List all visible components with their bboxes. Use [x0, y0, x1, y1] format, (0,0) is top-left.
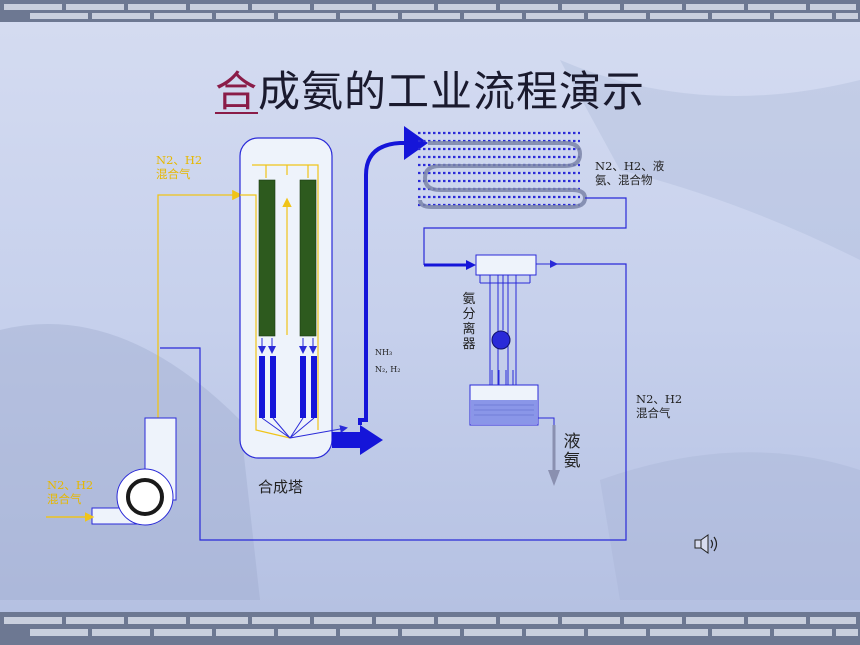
condenser-coil — [418, 131, 588, 209]
slide-title: 合成氨的工业流程演示 — [0, 58, 860, 119]
feed-gas-label: N2、H2 混合气 — [156, 153, 203, 181]
catalyst-bed-right — [299, 179, 317, 337]
speaker-icon[interactable] — [693, 532, 721, 556]
slide-title-rest: 成氨的工业流程演示 — [258, 67, 646, 116]
cooler-to-separator-line — [423, 197, 627, 265]
ammonia-separator — [469, 254, 558, 426]
cooler-output-label: N2、H2、液 氨、混合物 — [595, 159, 665, 187]
separator-label: 氨分离器 — [462, 292, 476, 352]
compressor — [91, 417, 177, 526]
nh3-label: NH₃ — [375, 348, 393, 357]
exchanger-tube — [311, 356, 317, 418]
compressor-gas-label: N2、H2 混合气 — [47, 478, 94, 506]
synthesis-tower — [239, 137, 348, 459]
exchanger-tube — [300, 356, 306, 418]
exchanger-tube — [259, 356, 265, 418]
exchanger-tube — [270, 356, 276, 418]
slide-title-first-char: 合 — [214, 67, 258, 116]
recycle-line — [160, 263, 627, 541]
liquid-ammonia-outlet — [548, 425, 560, 486]
liquid-ammonia-label: 液氨 — [563, 432, 581, 471]
recycle-gas-label: N2、H2 混合气 — [636, 392, 683, 420]
n2h2-label: N₂, H₂ — [375, 365, 401, 374]
separator-float — [491, 330, 511, 350]
outlet-pipe — [332, 126, 428, 455]
catalyst-bed-left — [258, 179, 276, 337]
synthesis-tower-label: 合成塔 — [258, 478, 304, 496]
